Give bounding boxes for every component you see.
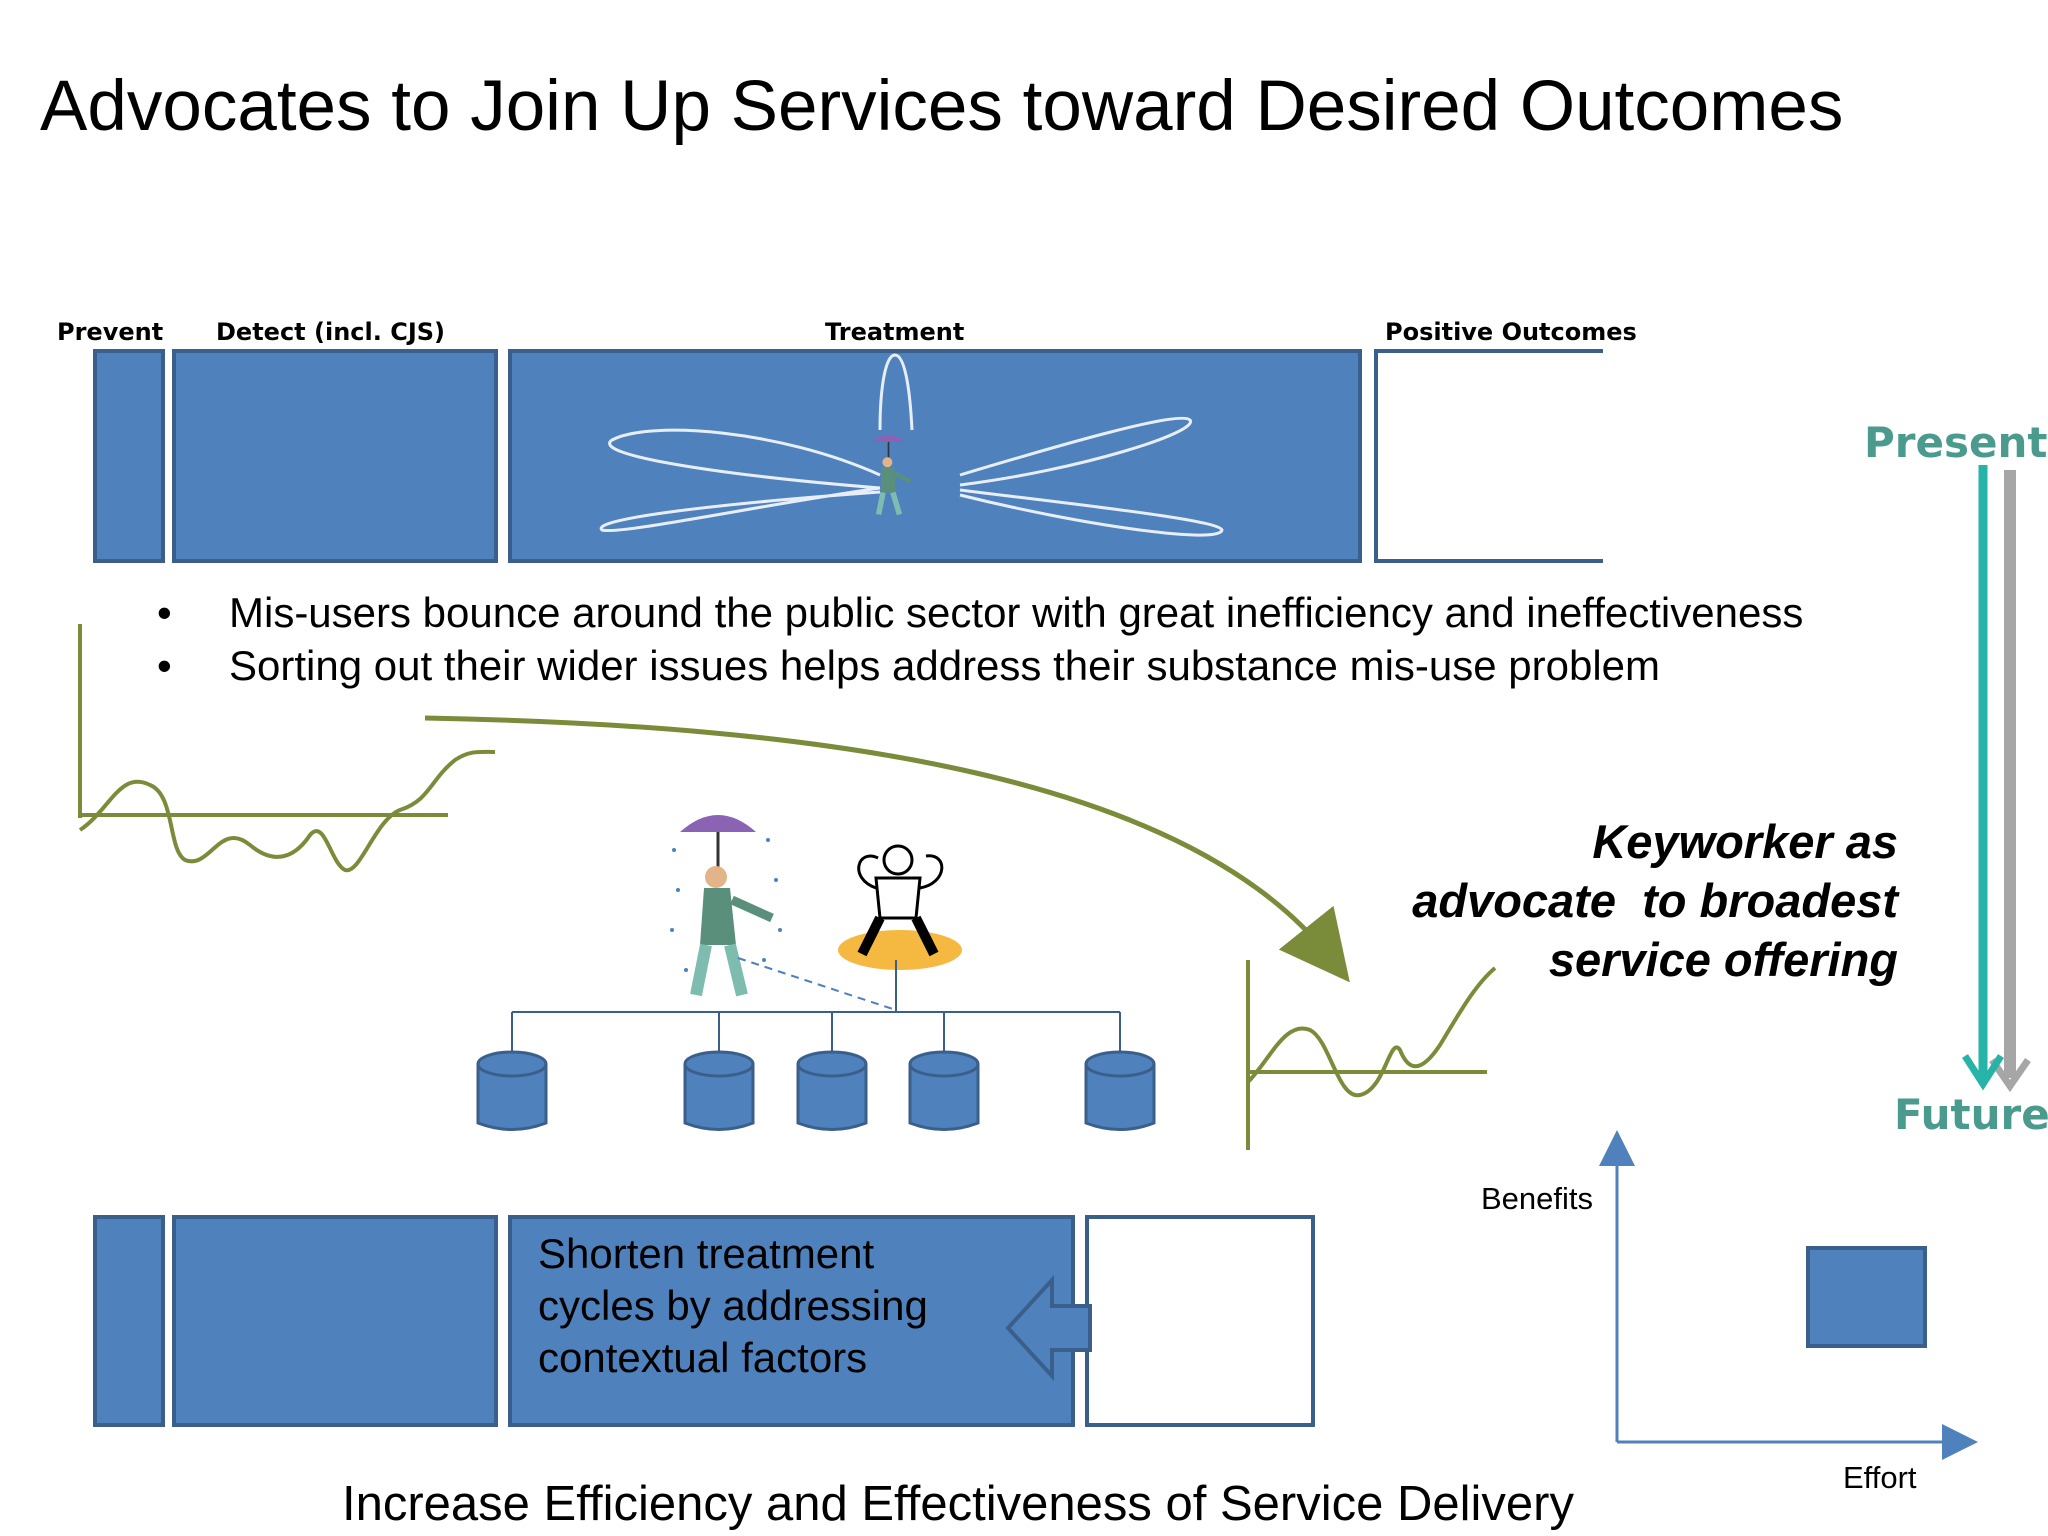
database-icon bbox=[476, 1050, 548, 1131]
keyworker-caption: Keyworker as advocate to broadest servic… bbox=[1278, 812, 1898, 989]
positive-outcomes-box bbox=[1374, 349, 1603, 563]
future-detect-box bbox=[172, 1215, 498, 1427]
benefits-axis-label: Benefits bbox=[1481, 1181, 1594, 1216]
bullet-list: Mis-users bounce around the public secto… bbox=[150, 586, 1803, 692]
keyworker-line: Keyworker as bbox=[1592, 815, 1898, 868]
shorten-arrow-icon bbox=[1005, 1274, 1092, 1382]
prevent-box bbox=[93, 349, 165, 563]
left-trend-chart bbox=[78, 624, 496, 873]
future-treatment-box bbox=[508, 1215, 1075, 1427]
stage-label-detect: Detect (incl. CJS) bbox=[216, 318, 446, 346]
stage-label-treatment: Treatment bbox=[825, 318, 965, 346]
future-label: Future bbox=[1894, 1090, 2048, 1139]
database-row bbox=[476, 1050, 1156, 1131]
person-with-umbrella-icon bbox=[872, 434, 912, 516]
future-prevent-box bbox=[93, 1215, 165, 1427]
keyworker-line: service offering bbox=[1548, 933, 1898, 986]
effort-axis-label: Effort bbox=[1843, 1460, 1917, 1495]
keyworker-figure-icon bbox=[838, 844, 962, 970]
keyworker-line: advocate to broadest bbox=[1412, 874, 1898, 927]
stage-label-positive-outcomes: Positive Outcomes bbox=[1385, 318, 1637, 346]
effort-benefit-marker bbox=[1806, 1246, 1927, 1348]
page-title: Advocates to Join Up Services toward Des… bbox=[40, 67, 1844, 146]
shorten-line: Shorten treatment bbox=[538, 1230, 875, 1277]
shorten-caption: Shorten treatment cycles by addressing c… bbox=[538, 1228, 998, 1384]
footer-caption: Increase Efficiency and Effectiveness of… bbox=[342, 1477, 1574, 1531]
detect-box bbox=[172, 349, 498, 563]
database-icon bbox=[908, 1050, 980, 1131]
timeline-arrows bbox=[1962, 465, 2031, 1093]
database-icon bbox=[796, 1050, 868, 1131]
bullet-item: Sorting out their wider issues helps add… bbox=[150, 639, 1803, 692]
database-icon bbox=[683, 1050, 755, 1131]
future-outcomes-box bbox=[1085, 1215, 1315, 1427]
present-label: Present bbox=[1864, 418, 2048, 467]
shorten-line: contextual factors bbox=[538, 1334, 868, 1381]
client-with-umbrella-icon bbox=[670, 815, 782, 997]
present-stage-row bbox=[93, 349, 1603, 563]
benefit-effort-chart bbox=[1599, 1130, 1978, 1460]
keyworker-arrow bbox=[424, 715, 1350, 983]
database-icon bbox=[1084, 1050, 1156, 1131]
future-stage-row bbox=[93, 1215, 1315, 1427]
shorten-line: cycles by addressing bbox=[538, 1282, 928, 1329]
stage-label-prevent: Prevent bbox=[57, 318, 164, 346]
right-trend-chart bbox=[1246, 960, 1497, 1150]
bullet-item: Mis-users bounce around the public secto… bbox=[150, 586, 1803, 639]
bounce-loops bbox=[599, 353, 1224, 537]
service-tree bbox=[511, 960, 1121, 1058]
